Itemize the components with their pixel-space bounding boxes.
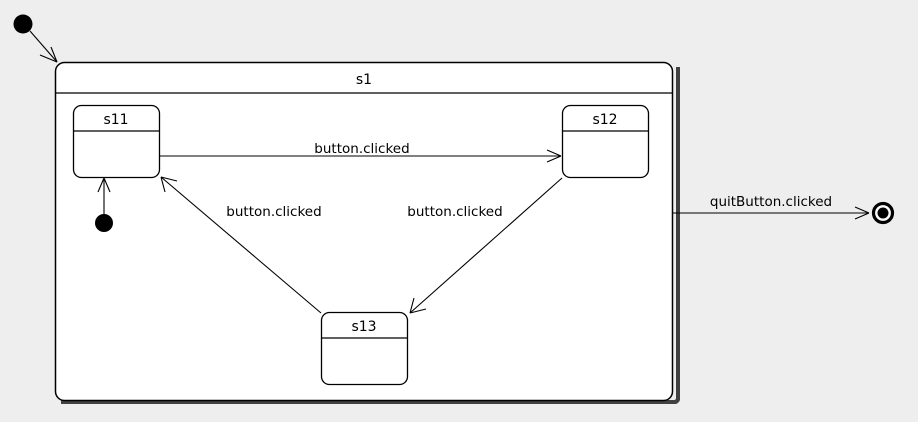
state-s11-label: s11 [103, 112, 128, 128]
final-state-inner-dot [877, 207, 889, 219]
initial-state-outer-icon[interactable] [13, 14, 33, 34]
initial-state-inner-icon[interactable] [95, 214, 113, 232]
transition-s11-to-s12-arrowhead [546, 149, 562, 163]
composite-state-s1[interactable] [54, 61, 674, 402]
transition-s12-to-s13-line [409, 177, 563, 314]
transition-s13-to-s11-line [160, 176, 322, 314]
transition-s1-to-final-arrowhead [854, 206, 870, 220]
state-s12-label: s12 [592, 112, 617, 128]
transition-s12-to-s13-label: button.clicked [407, 204, 502, 220]
composite-state-s1-label: s1 [356, 72, 372, 88]
state-s11[interactable] [72, 104, 161, 179]
state-s13[interactable] [320, 311, 409, 386]
transition-s13-to-s11-arrowhead [160, 176, 178, 193]
transition-s11-to-s12-label: button.clicked [314, 141, 409, 157]
transition-s1-to-final-label: quitButton.clicked [710, 194, 832, 210]
transition-s12-to-s13-arrowhead [409, 297, 427, 314]
transition-initial-to-s11-arrowhead [97, 177, 111, 193]
state-s12[interactable] [561, 104, 650, 179]
transition-s13-to-s11-label: button.clicked [226, 204, 321, 220]
state-s13-label: s13 [351, 319, 376, 335]
transition-initial-to-s1-line [29, 30, 58, 63]
transition-initial-to-s1-arrowhead [39, 46, 58, 63]
